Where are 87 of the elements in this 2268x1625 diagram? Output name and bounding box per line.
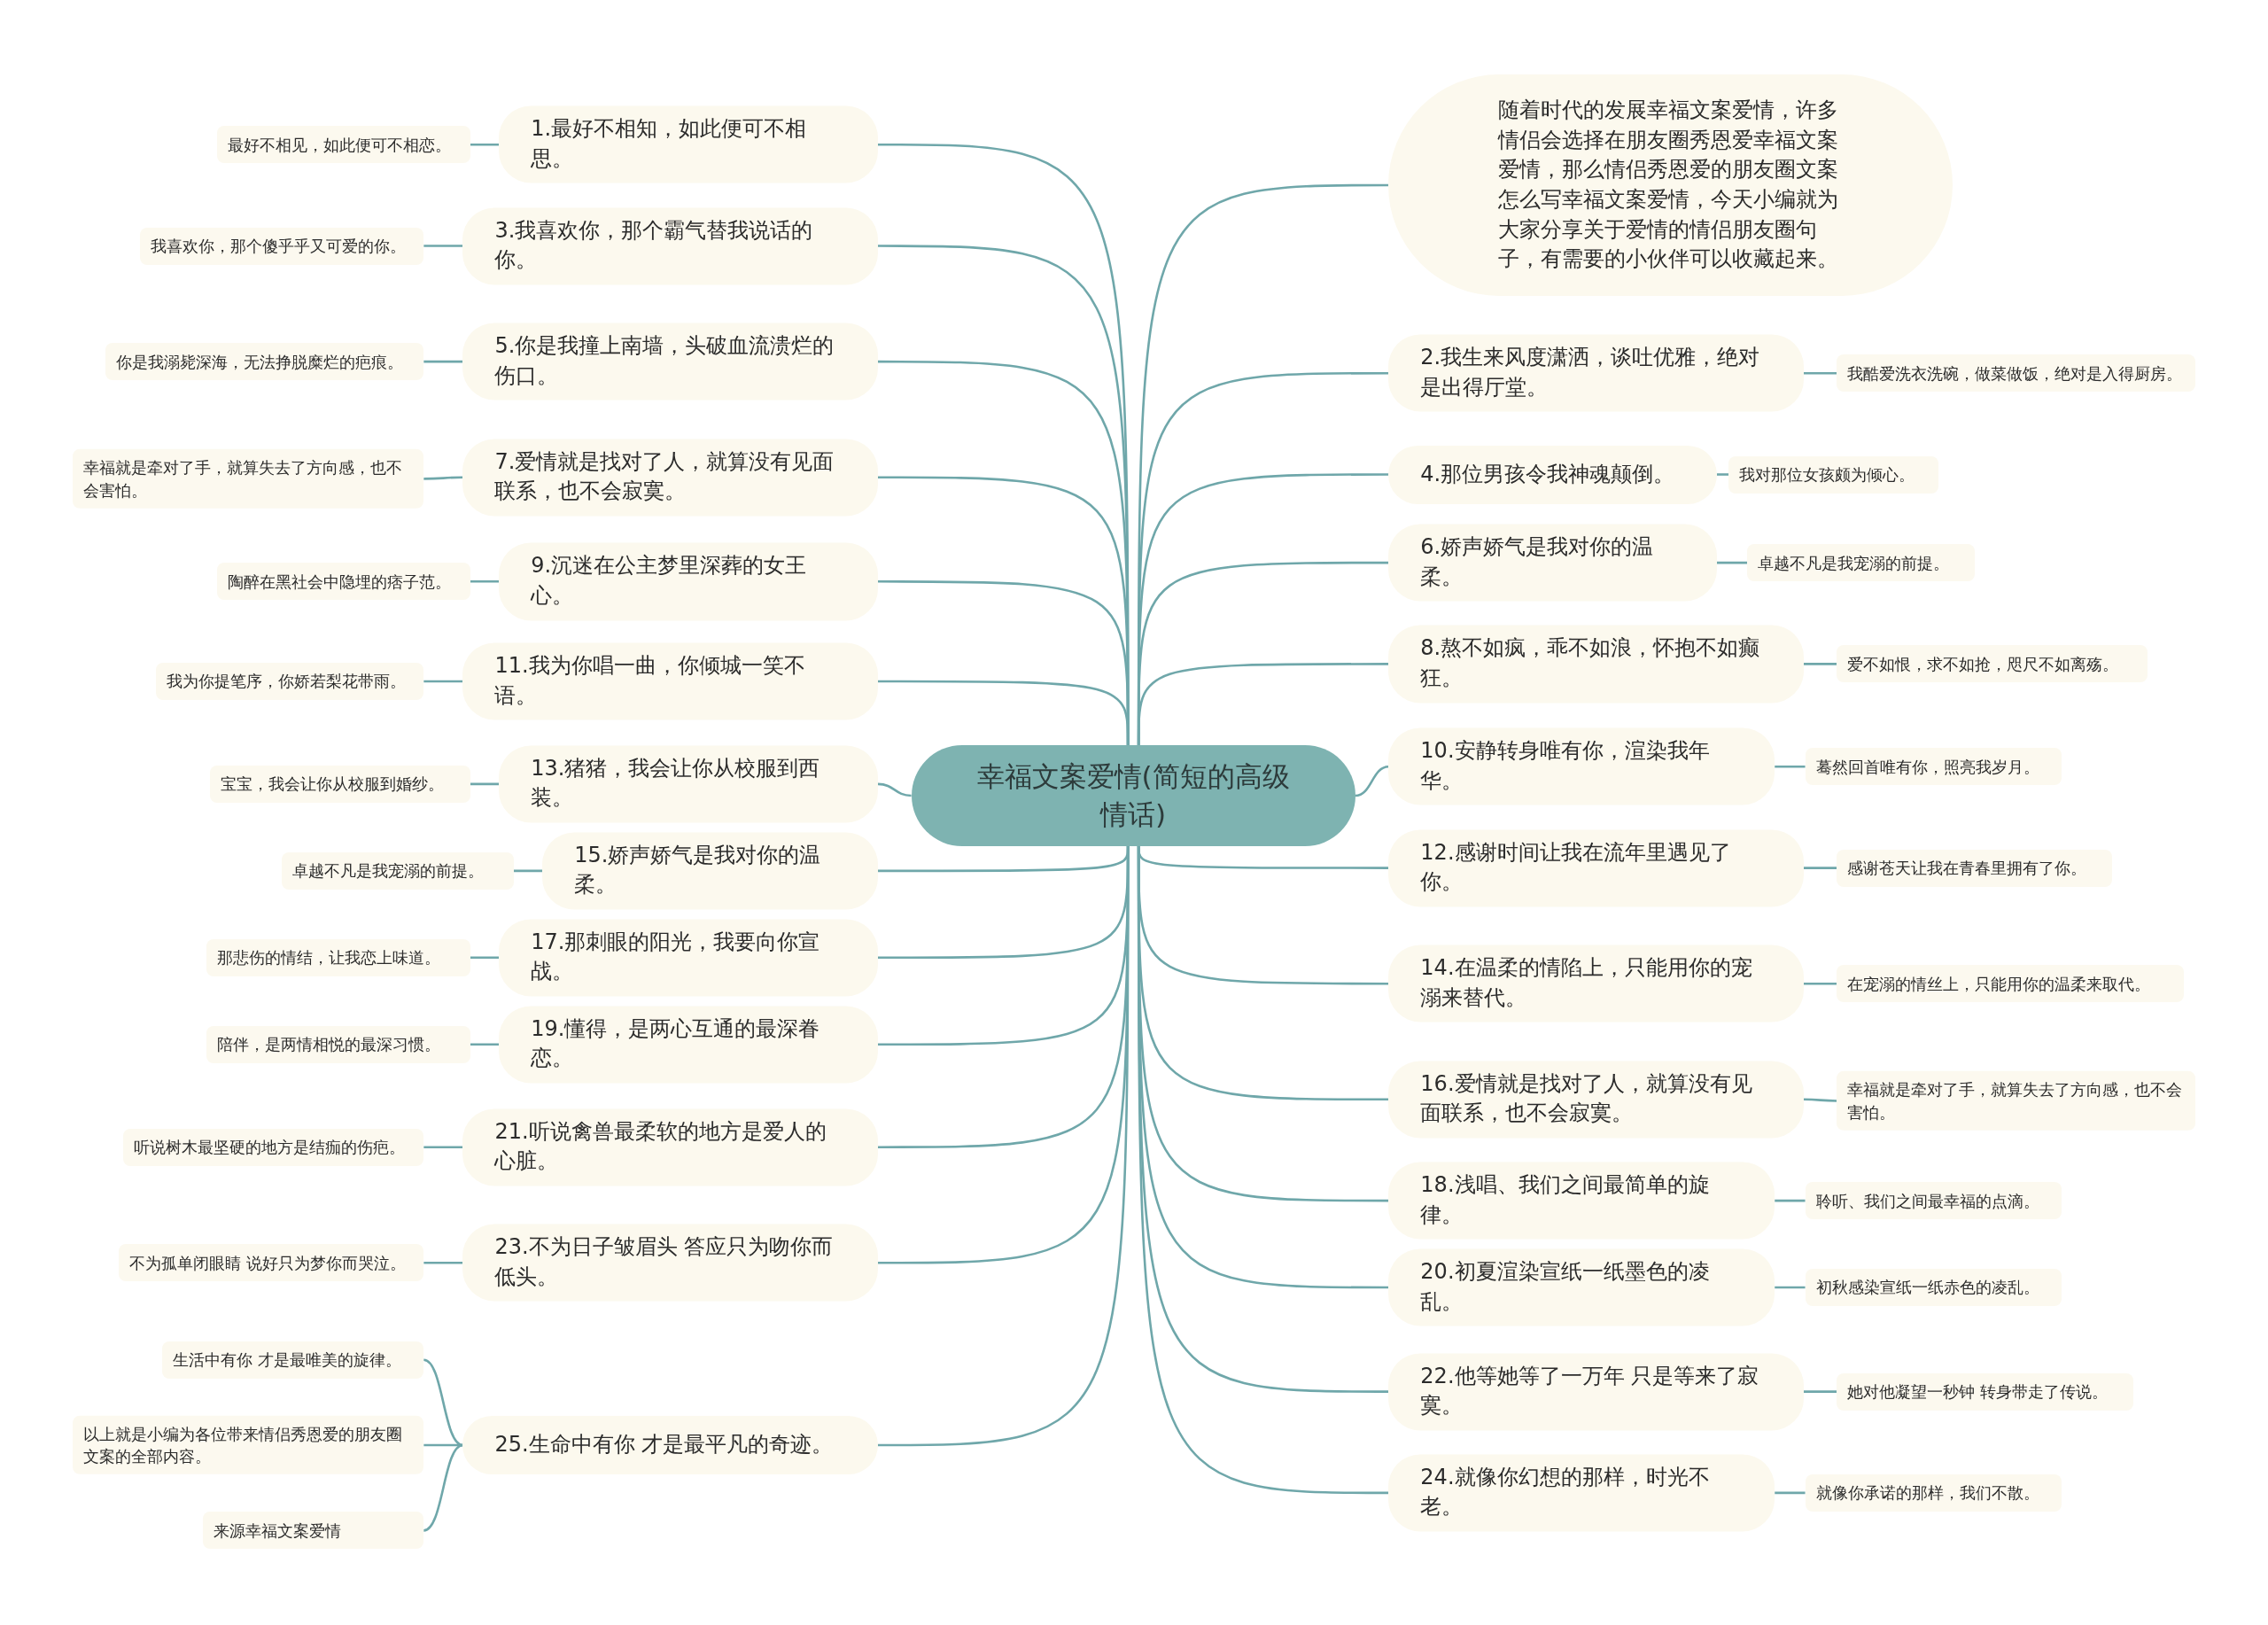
connector-line [423, 1146, 463, 1148]
connector-line [1355, 766, 1389, 797]
leaf-box: 生活中有你 才是最唯美的旋律。 [161, 1341, 424, 1379]
connector-line [878, 680, 1130, 745]
connector-line [878, 845, 1130, 1447]
branch-box: 13.猪猪，我会让你从校服到西装。 [499, 745, 878, 823]
branch-box: 19.懂得，是两心互通的最深眷恋。 [499, 1006, 878, 1084]
leaf-box: 以上就是小编为各位带来情侣秀恩爱的朋友圈文案的全部内容。 [72, 1415, 424, 1475]
connector-line [1775, 1491, 1806, 1495]
branch-box: 8.熬不如疯，乖不如浪，怀抱不如癫狂。 [1388, 625, 1804, 703]
branch-box: 21.听说禽兽最柔软的地方是爱人的心脏。 [462, 1108, 878, 1186]
leaf-box: 我喜欢你，那个傻乎乎又可爱的你。 [140, 227, 424, 265]
leaf-box: 陪伴，是两情相悦的最深习惯。 [206, 1025, 470, 1063]
connector-line [1803, 867, 1837, 869]
leaf-box: 她对他凝望一秒钟 转身带走了传说。 [1837, 1372, 2134, 1411]
connector-line [470, 1043, 500, 1046]
connector-line [423, 1443, 463, 1532]
leaf-box: 感谢苍天让我在青春里拥有了你。 [1837, 849, 2112, 887]
branch-box: 15.娇声娇气是我对你的温柔。 [542, 832, 878, 910]
branch-box: 24.就像你幻想的那样，时光不老。 [1388, 1454, 1775, 1532]
connector-line [513, 869, 543, 873]
intro-bubble: 随着时代的发展幸福文案爱情，许多情侣会选择在朋友圈秀恩爱幸福文案爱情，那么情侣秀恩爱的朋友圈文案怎么写幸福文案爱情，今天小编就为大家分享关于爱情的情侣朋友圈句子，有需要的小伙伴可以收藏起来。 [1388, 74, 1953, 296]
leaf-box: 就像你承诺的那样，我们不散。 [1805, 1473, 2062, 1512]
branch-box: 1.最好不相知，如此便可不相思。 [499, 105, 878, 183]
connector-line [1137, 845, 1389, 1495]
branch-box: 11.我为你唱一曲，你倾城一笑不语。 [462, 642, 878, 720]
leaf-box: 陶醉在黑社会中隐埋的痞子范。 [216, 563, 470, 601]
branch-box: 22.他等她等了一万年 只是等来了寂寞。 [1388, 1353, 1804, 1431]
leaf-box: 幸福就是牵对了手，就算失去了方向感，也不会害怕。 [1837, 1071, 2196, 1131]
connector-line [1775, 766, 1806, 768]
leaf-box: 我为你提笔序，你娇若梨花带雨。 [156, 662, 424, 700]
connector-line [470, 782, 500, 786]
branch-box: 10.安静转身唯有你，渲染我年华。 [1388, 727, 1775, 805]
branch-box: 25.生命中有你 才是最平凡的奇迹。 [462, 1416, 878, 1474]
branch-box: 23.不为日子皱眉头 答应只为吻你而低头。 [462, 1224, 878, 1302]
connector-line [1775, 1199, 1806, 1202]
connector-line [1803, 663, 1837, 665]
branch-box: 20.初夏渲染宣纸一纸墨色的凌乱。 [1388, 1248, 1775, 1326]
branch-box: 3.我喜欢你，那个霸气替我说话的你。 [462, 206, 878, 285]
connector-line [1716, 561, 1748, 564]
connector-line [423, 1358, 463, 1447]
leaf-box: 爱不如恨，求不如抢，咫尺不如离殇。 [1837, 645, 2148, 683]
connector-line [423, 360, 463, 363]
connector-line [423, 245, 463, 247]
connector-line [1137, 663, 1389, 745]
leaf-box: 初秋感染宣纸一纸赤色的凌乱。 [1805, 1269, 2062, 1307]
connector-line [1803, 371, 1837, 375]
topic-box: 幸福文案爱情(简短的高级情话) [911, 744, 1355, 846]
branch-box: 5.你是我撞上南墙，头破血流溃烂的伤口。 [462, 323, 878, 400]
leaf-box: 那悲伤的情结，让我恋上味道。 [206, 938, 470, 976]
branch-box: 12.感谢时间让我在流年里遇见了你。 [1388, 829, 1804, 907]
connector-line [1803, 982, 1837, 985]
connector-line [423, 1262, 463, 1264]
leaf-box: 蓦然回首唯有你，照亮我岁月。 [1805, 748, 2062, 786]
leaf-box: 不为孤单闭眼睛 说好只为梦你而哭泣。 [118, 1244, 424, 1282]
leaf-box: 来源幸福文案爱情 [202, 1512, 424, 1550]
connector-line [470, 956, 500, 960]
leaf-box: 我对那位女孩颇为倾心。 [1728, 455, 1938, 494]
connector-line [877, 782, 912, 797]
connector-line [1803, 1390, 1837, 1393]
leaf-box: 宝宝，我会让你从校服到婚纱。 [209, 765, 470, 803]
leaf-box: 幸福就是牵对了手，就算失去了方向感，也不会害怕。 [72, 449, 424, 509]
leaf-box: 聆听、我们之间最幸福的点滴。 [1805, 1182, 2062, 1220]
leaf-box: 听说树木最坚硬的地方是结痂的伤疤。 [122, 1128, 424, 1166]
leaf-box: 在宠溺的情丝上，只能用你的温柔来取代。 [1837, 965, 2185, 1003]
branch-box: 4.那位男孩令我神魂颠倒。 [1388, 445, 1717, 504]
leaf-box: 最好不相见，如此便可不相恋。 [216, 126, 470, 164]
branch-box: 16.爱情就是找对了人，就算没有见面联系，也不会寂寞。 [1388, 1061, 1804, 1139]
connector-line [470, 580, 500, 583]
leaf-box: 你是我溺毙深海，无法挣脱糜烂的疤痕。 [105, 343, 424, 381]
branch-box: 2.我生来风度潇洒，谈吐优雅，绝对是出得厅堂。 [1388, 334, 1804, 412]
connector-line [1803, 1098, 1837, 1102]
branch-box: 6.娇声娇气是我对你的温柔。 [1388, 524, 1717, 602]
branch-box: 7.爱情就是找对了人，就算没有见面联系，也不会寂寞。 [462, 439, 878, 517]
branch-box: 14.在温柔的情陷上，只能用你的宠溺来替代。 [1388, 945, 1804, 1022]
connector-line [423, 476, 463, 480]
connector-line [1775, 1286, 1806, 1289]
branch-box: 18.浅唱、我们之间最简单的旋律。 [1388, 1162, 1775, 1240]
leaf-box: 卓越不凡是我宠溺的前提。 [282, 851, 514, 890]
leaf-box: 卓越不凡是我宠溺的前提。 [1747, 544, 1975, 582]
connector-line [470, 143, 500, 146]
connector-line [423, 680, 463, 683]
leaf-box: 我酷爱洗衣洗碗，做菜做饭，绝对是入得厨房。 [1837, 354, 2196, 393]
branch-box: 9.沉迷在公主梦里深葬的女王心。 [499, 542, 878, 620]
branch-box: 17.那刺眼的阳光，我要向你宣战。 [499, 919, 878, 997]
connector-line [1137, 845, 1389, 869]
connector-line [1716, 473, 1728, 476]
